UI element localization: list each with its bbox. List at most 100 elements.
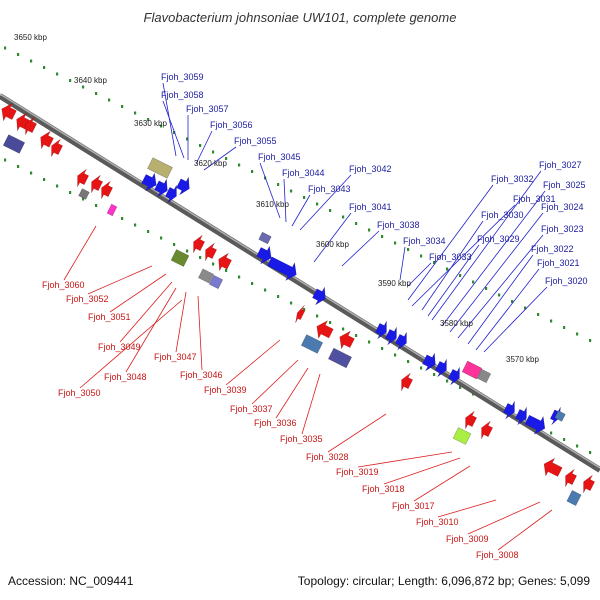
pseudo-gene-box: [197, 268, 215, 284]
reverse-gene-arrow: [40, 130, 54, 150]
gene-label: Fjoh_3058: [161, 90, 204, 100]
kbp-label: 3600 kbp: [316, 240, 349, 249]
topology-summary: Topology: circular; Length: 6,096,872 bp…: [297, 574, 590, 588]
feature-box: [461, 360, 483, 380]
gene-label: Fjoh_3029: [477, 234, 520, 244]
gene-label: Fjoh_3044: [282, 168, 325, 178]
reverse-gene-arrow: [205, 242, 218, 262]
pseudo-gene-box: [476, 368, 492, 384]
tick-mark: [446, 379, 449, 383]
reverse-gene-arrow: [25, 116, 38, 136]
kbp-label: 3570 kbp: [506, 355, 539, 364]
label-connector: [399, 246, 406, 281]
gene-label: Fjoh_3008: [476, 550, 519, 560]
tick-mark: [43, 178, 46, 181]
forward-gene-arrow: [384, 326, 397, 346]
backbone-highlight: [0, 93, 600, 469]
pseudo-gene-box: [554, 410, 566, 422]
gene-label: Fjoh_3018: [362, 484, 405, 494]
label-connector: [283, 178, 287, 223]
tick-mark: [290, 301, 293, 305]
tick-mark: [69, 79, 72, 82]
pseudo-gene-box: [452, 427, 472, 445]
label-connectors: [63, 82, 553, 551]
tick-mark: [238, 163, 241, 167]
tick-mark: [30, 59, 33, 63]
tick-mark: [134, 111, 137, 115]
gene-label: Fjoh_3017: [392, 501, 435, 511]
tick-mark: [381, 347, 384, 350]
label-connector: [119, 281, 173, 343]
kbp-label: 3630 kbp: [134, 119, 167, 128]
tick-mark: [147, 230, 150, 233]
reverse-gene-arrow: [401, 372, 414, 392]
gene-label: Fjoh_3009: [446, 534, 489, 544]
tick-mark: [381, 235, 384, 238]
gene-label: Fjoh_3035: [280, 434, 323, 444]
label-connector: [259, 162, 281, 219]
gene-label: Fjoh_3042: [349, 164, 392, 174]
tick-mark: [576, 332, 579, 336]
tick-mark: [82, 197, 85, 201]
label-connector: [195, 130, 213, 165]
label-connector: [109, 273, 167, 313]
tick-mark: [368, 228, 371, 232]
label-connector: [467, 501, 541, 535]
feature-box: [208, 274, 224, 290]
pseudo-gene-box: [327, 347, 353, 369]
label-connector: [427, 244, 480, 317]
gene-label: Fjoh_3021: [537, 258, 580, 268]
reverse-gene-arrow: [316, 320, 334, 340]
forward-gene-arrow: [176, 176, 190, 196]
label-connector: [79, 299, 183, 389]
gene-label: Fjoh_3037: [230, 404, 273, 414]
gene-label: Fjoh_3050: [58, 388, 101, 398]
reverse-gene-arrow: [218, 252, 232, 272]
tick-mark: [589, 339, 592, 342]
tick-mark: [17, 165, 20, 168]
feature-box: [300, 334, 324, 354]
tick-mark: [550, 319, 553, 323]
tick-mark: [433, 261, 436, 264]
label-connector: [251, 359, 299, 405]
tick-mark: [121, 217, 124, 220]
tick-mark: [173, 131, 176, 134]
label-connector: [197, 295, 203, 371]
gene-label: Fjoh_3019: [336, 467, 379, 477]
gene-label: Fjoh_3033: [429, 252, 472, 262]
tick-mark: [407, 248, 410, 251]
gene-label: Fjoh_3039: [204, 385, 247, 395]
gene-label: Fjoh_3051: [88, 312, 131, 322]
tick-mark: [394, 353, 397, 357]
tick-mark: [459, 274, 462, 277]
pseudo-gene-box: [461, 360, 483, 380]
tick-mark: [303, 196, 306, 199]
tick-mark: [420, 254, 423, 258]
label-connector: [225, 339, 281, 386]
tick-mark: [576, 444, 579, 448]
gene-label: Fjoh_3047: [154, 352, 197, 362]
label-connector: [411, 204, 516, 307]
backbone-line: [0, 93, 600, 473]
reverse-gene-arrow: [51, 138, 64, 158]
label-connector: [383, 457, 461, 485]
tick-mark: [290, 189, 293, 193]
kbp-label: 3620 kbp: [194, 159, 227, 168]
feature-box: [78, 188, 90, 200]
tick-mark: [563, 438, 566, 441]
tick-mark: [264, 288, 267, 292]
label-connector: [87, 265, 153, 295]
label-connector: [203, 146, 237, 171]
tick-mark: [459, 386, 462, 389]
forward-gene-arrow: [312, 286, 326, 306]
label-connector: [407, 262, 432, 287]
feature-box: [258, 231, 272, 245]
label-connector: [291, 194, 311, 227]
kbp-label: 3650 kbp: [14, 33, 47, 42]
label-connector: [175, 291, 187, 353]
forward-gene-arrow: [434, 358, 447, 378]
tick-mark: [589, 451, 592, 454]
gene-label: Fjoh_3030: [481, 210, 524, 220]
